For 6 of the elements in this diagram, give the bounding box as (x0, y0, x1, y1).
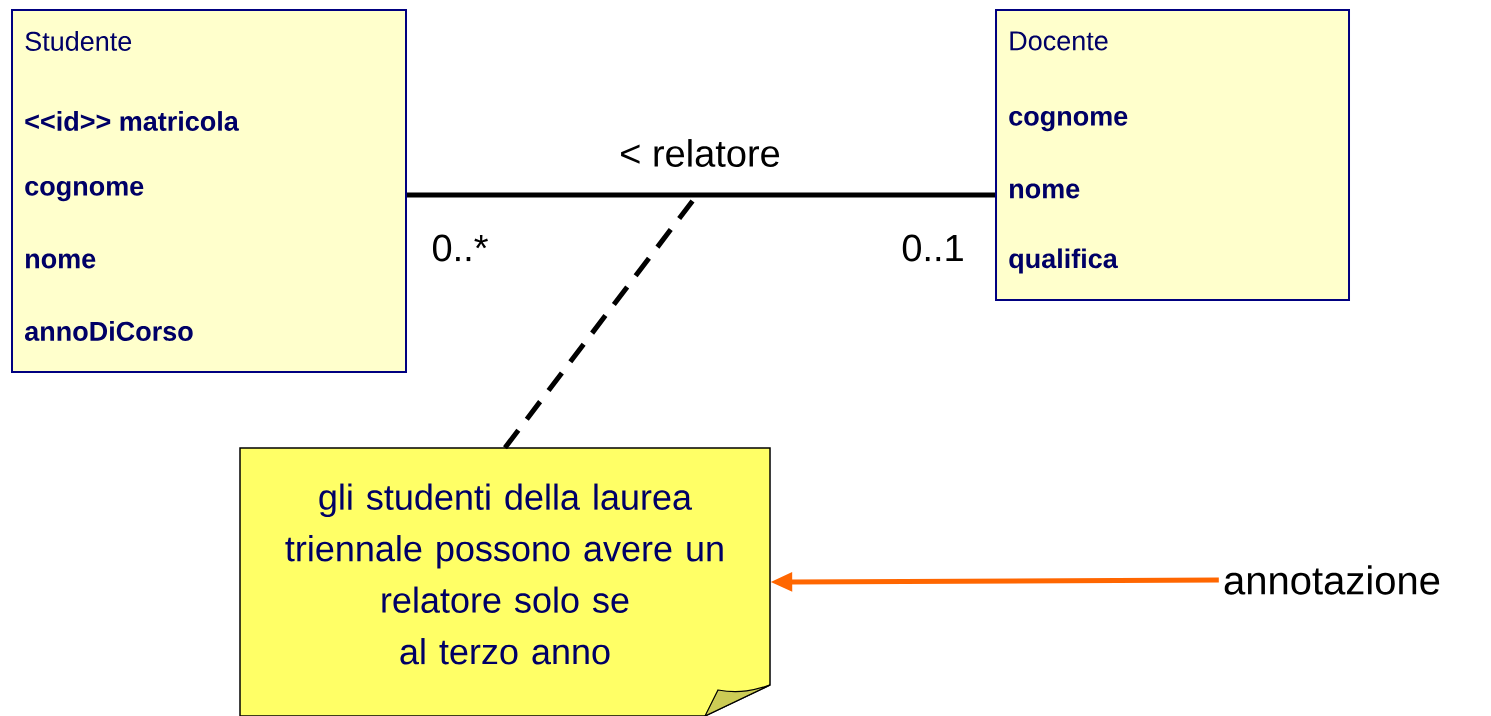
note-box: gli studenti della laurea triennale possono avere un relatore solo se al terzo anno (239, 447, 771, 716)
class-box: Docente cognome nome qualifica (995, 9, 1350, 301)
class-box: Studente <<id>> matricola cognome nome annoDiCorso (11, 9, 407, 373)
annotation-text: annotazione (1224, 565, 1440, 595)
association-line (407, 192, 995, 198)
edge-label: < relatore (617, 137, 783, 169)
